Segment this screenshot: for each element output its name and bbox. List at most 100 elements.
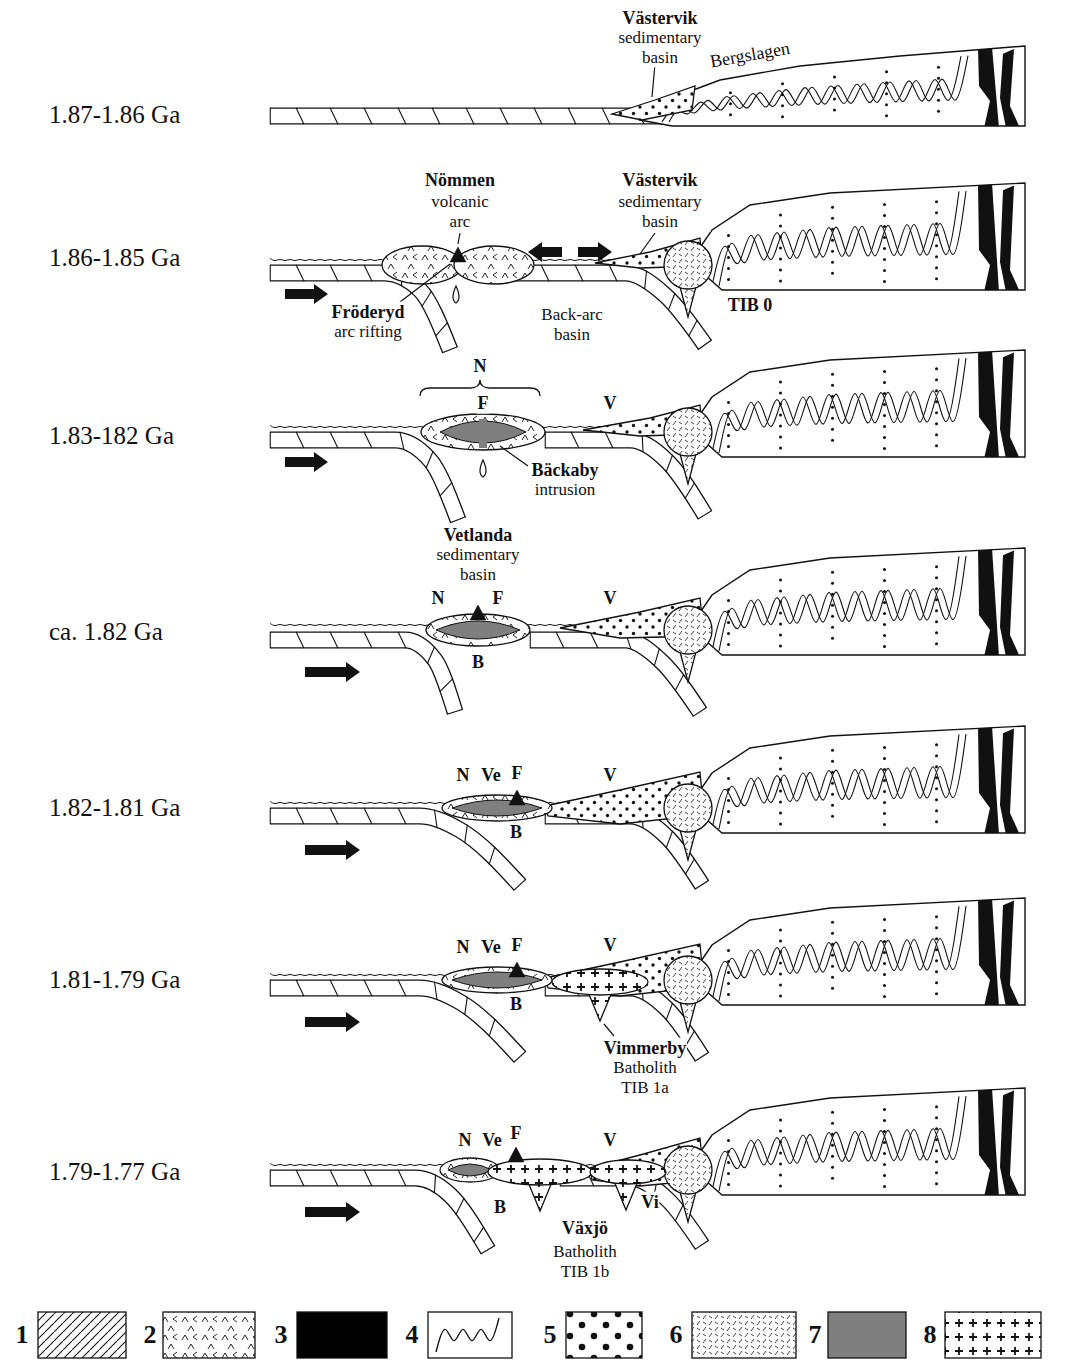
motion-arrow bbox=[305, 840, 360, 860]
volcano bbox=[508, 1147, 524, 1162]
section-row bbox=[270, 350, 1025, 523]
legend-number: 7 bbox=[808, 1320, 823, 1350]
continent bbox=[690, 548, 1025, 657]
fold-sample bbox=[436, 1318, 499, 1352]
legend-swatch bbox=[945, 1312, 1041, 1358]
legend-item bbox=[38, 1312, 126, 1358]
unit-description: Batholith TIB 1b bbox=[543, 1242, 627, 1281]
unit-description: Back-arc basin bbox=[535, 305, 609, 344]
legend-item bbox=[828, 1312, 906, 1358]
unit-letter: F bbox=[511, 935, 524, 956]
unit-description: sedimentary basin bbox=[427, 545, 529, 584]
unit-letter: N bbox=[456, 765, 471, 786]
section-row bbox=[270, 1088, 1025, 1254]
mafic-intrusion bbox=[479, 419, 487, 448]
leader-line bbox=[652, 64, 655, 97]
legend-swatch bbox=[828, 1312, 906, 1358]
continent bbox=[690, 898, 1025, 1007]
time-label: ca. 1.82 Ga bbox=[48, 618, 164, 647]
tib0-intrusion bbox=[664, 606, 712, 654]
unit-letter: Ve bbox=[481, 1130, 502, 1151]
mafic-intrusion bbox=[452, 972, 542, 988]
volcanic-arc bbox=[442, 795, 552, 821]
legend-number: 8 bbox=[923, 1320, 938, 1350]
legend-number: 4 bbox=[405, 1320, 420, 1350]
legend-swatch bbox=[163, 1312, 255, 1358]
legend-item bbox=[566, 1312, 642, 1358]
legend-item bbox=[297, 1312, 387, 1358]
tib0-intrusion bbox=[664, 241, 712, 289]
unit-letter: F bbox=[492, 588, 505, 609]
legend-number: 2 bbox=[143, 1320, 158, 1350]
time-label: 1.87-1.86 Ga bbox=[48, 101, 181, 130]
unit-letter: N bbox=[473, 356, 488, 377]
unit-name: TIB 0 bbox=[727, 295, 774, 316]
unit-letter: F bbox=[511, 763, 524, 784]
unit-name: Bäckaby bbox=[530, 460, 599, 481]
motion-arrow bbox=[528, 242, 562, 262]
legend-swatch bbox=[428, 1312, 512, 1358]
motion-arrow bbox=[305, 662, 360, 682]
volcano bbox=[470, 605, 486, 620]
motion-arrow bbox=[578, 242, 612, 262]
unit-name: Västervik bbox=[622, 170, 699, 191]
volcanic-arc bbox=[382, 246, 462, 284]
unit-letter: N bbox=[458, 1130, 473, 1151]
sedimentary-basin bbox=[612, 86, 695, 120]
legend-item bbox=[428, 1312, 512, 1358]
unit-letter: B bbox=[509, 822, 523, 843]
volcano bbox=[509, 790, 525, 805]
legend-item bbox=[692, 1312, 796, 1358]
legend-swatch bbox=[692, 1312, 796, 1358]
unit-letter: V bbox=[603, 935, 618, 956]
batholith bbox=[552, 969, 648, 995]
leader-line bbox=[640, 233, 655, 254]
legend-number: 6 bbox=[669, 1320, 684, 1350]
oceanic-plate bbox=[270, 632, 463, 715]
unit-description: intrusion bbox=[534, 480, 596, 500]
volcano bbox=[509, 962, 525, 977]
unit-description: volcanic arc bbox=[422, 192, 499, 231]
unit-description: sedimentary basin bbox=[609, 192, 711, 231]
legend-swatch bbox=[38, 1312, 126, 1358]
time-label: 1.86-1.85 Ga bbox=[48, 244, 181, 273]
time-label: 1.82-1.81 Ga bbox=[48, 794, 181, 823]
batholith-root bbox=[528, 1182, 552, 1211]
volcano bbox=[450, 247, 466, 262]
motion-arrow bbox=[305, 1012, 360, 1032]
legend-number: 1 bbox=[15, 1320, 30, 1350]
motion-arrow bbox=[285, 284, 328, 304]
unit-letter: B bbox=[493, 1197, 507, 1218]
time-label: 1.81-1.79 Ga bbox=[48, 966, 181, 995]
section-row bbox=[270, 726, 1025, 891]
magma-drop bbox=[480, 460, 486, 477]
continent bbox=[690, 1088, 1025, 1197]
leader-line bbox=[604, 1024, 614, 1036]
volcanic-arc bbox=[421, 414, 545, 450]
time-label: 1.83-182 Ga bbox=[48, 422, 175, 451]
tib0-intrusion bbox=[664, 956, 712, 1004]
continent bbox=[690, 183, 1025, 292]
unit-letter: B bbox=[509, 994, 523, 1015]
unit-name: Västervik bbox=[622, 8, 699, 29]
unit-letter: V bbox=[603, 393, 618, 414]
legend-item bbox=[163, 1312, 255, 1358]
legend-item bbox=[945, 1312, 1041, 1358]
unit-name: Växjö bbox=[561, 1218, 609, 1239]
unit-name: Fröderyd bbox=[331, 302, 406, 323]
batholith bbox=[488, 1159, 592, 1185]
unit-letter: N bbox=[456, 937, 471, 958]
region-name: Bergslagen bbox=[708, 38, 793, 73]
batholith-root bbox=[614, 1181, 638, 1210]
continent bbox=[690, 350, 1025, 459]
motion-arrow bbox=[285, 452, 328, 472]
sections bbox=[270, 46, 1025, 1254]
oceanic-plate bbox=[270, 432, 466, 523]
tib0-intrusion bbox=[664, 1146, 712, 1194]
leader-line bbox=[458, 233, 460, 244]
mafic-intrusion bbox=[448, 1164, 492, 1176]
volcanic-arc bbox=[454, 246, 534, 284]
unit-letter: V bbox=[603, 765, 618, 786]
time-label: 1.79-1.77 Ga bbox=[48, 1158, 181, 1187]
